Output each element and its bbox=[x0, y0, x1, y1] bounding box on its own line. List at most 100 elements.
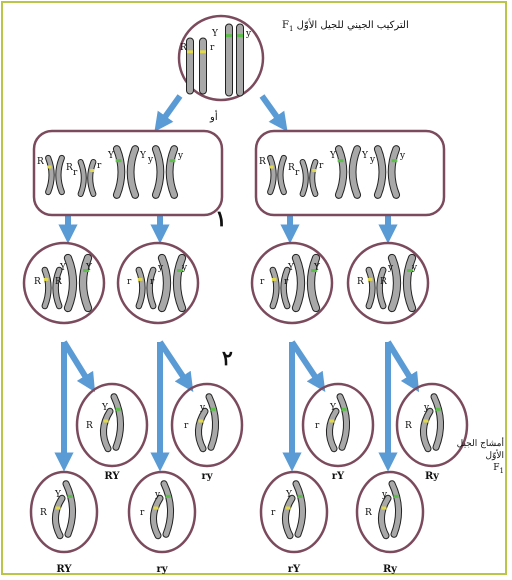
chromosome bbox=[157, 253, 187, 313]
allele-label: y bbox=[423, 403, 430, 413]
gamete-cell-mid-1 bbox=[75, 382, 149, 468]
chromosomes bbox=[41, 23, 444, 540]
allele-label: R bbox=[259, 157, 266, 167]
allele-label: r bbox=[140, 508, 145, 518]
chromosome bbox=[365, 266, 387, 310]
allele-label: r bbox=[150, 277, 155, 287]
allele-label: R bbox=[380, 277, 387, 287]
allele-label: R bbox=[180, 43, 187, 53]
allele-label: Y bbox=[329, 151, 337, 161]
gamete-label-bottom-3: rY bbox=[288, 564, 301, 575]
allele-label: r bbox=[271, 508, 276, 518]
allele-label: Y bbox=[285, 490, 293, 500]
gamete-cell-bottom-1 bbox=[29, 470, 99, 554]
chromosome bbox=[420, 407, 434, 453]
arrow-split-3-diag bbox=[289, 340, 326, 392]
allele-label: R bbox=[288, 163, 295, 173]
chromosome bbox=[150, 494, 164, 540]
allele-label: r bbox=[73, 168, 78, 178]
allele-label: Y bbox=[287, 263, 295, 273]
arrows bbox=[54, 94, 420, 472]
allele-label: r bbox=[97, 161, 102, 171]
chromosome bbox=[63, 253, 93, 313]
allele-label: y bbox=[369, 155, 376, 165]
f1-genotype-title: التركيب الجيني للجيل الأوّل F1 bbox=[282, 20, 409, 33]
gamete-label-mid-2: ry bbox=[201, 471, 213, 482]
chromosome bbox=[225, 23, 233, 97]
option-right-cell bbox=[254, 129, 446, 217]
f1-gametes-line1: أمشاج الجيل bbox=[456, 439, 504, 449]
chromosome bbox=[236, 23, 244, 97]
allele-label: Y bbox=[54, 490, 62, 500]
gamete-cell-bottom-2 bbox=[127, 470, 197, 554]
gamete-label-bottom-4: Ry bbox=[383, 564, 398, 575]
allele-label: y bbox=[199, 403, 206, 413]
f1-gametes-symbol: F1 bbox=[493, 463, 504, 475]
f1-title-text: التركيب الجيني للجيل الأوّل bbox=[296, 20, 409, 31]
allele-label: R bbox=[405, 421, 412, 431]
allele-label: Y bbox=[211, 29, 219, 39]
chromosome bbox=[291, 253, 321, 313]
allele-label: y bbox=[181, 263, 188, 273]
allele-label: r bbox=[210, 43, 215, 53]
or-label: أو bbox=[210, 112, 218, 123]
chromosome bbox=[52, 494, 66, 540]
chromosome bbox=[151, 145, 179, 199]
arrow-split-2-diag bbox=[157, 340, 194, 392]
chromosome bbox=[45, 154, 65, 196]
chromosome bbox=[195, 407, 209, 453]
meiosis1-cell-4 bbox=[346, 241, 430, 325]
gamete-cell-mid-3 bbox=[301, 382, 375, 468]
chromosome bbox=[387, 253, 417, 313]
arrow-split-1-diag bbox=[61, 340, 96, 393]
meiosis1-cell-3 bbox=[250, 241, 334, 325]
gamete-cell-bottom-3 bbox=[259, 470, 329, 554]
gamete-labels: RY ry rY Ry RY ry rY Ry bbox=[56, 471, 440, 575]
chromosome bbox=[378, 494, 392, 540]
chromosome bbox=[282, 494, 296, 540]
allele-label: R bbox=[357, 277, 364, 287]
allele-label: y bbox=[177, 151, 184, 161]
allele-label: y bbox=[157, 263, 164, 273]
chromosome bbox=[112, 145, 140, 199]
chromosome bbox=[336, 393, 350, 451]
chromosome bbox=[326, 407, 340, 453]
chromosome bbox=[110, 393, 124, 451]
gamete-cell-mid-4 bbox=[395, 382, 469, 468]
allele-label: Y bbox=[313, 263, 321, 273]
chromosome bbox=[186, 37, 194, 95]
gamete-cell-mid-2 bbox=[170, 382, 244, 468]
allele-label: r bbox=[319, 161, 324, 171]
arrow-top-left bbox=[154, 94, 183, 132]
gamete-label-mid-1: RY bbox=[104, 471, 120, 482]
f1-gametes-label: أمشاج الجيل الأوّل F1 bbox=[454, 438, 504, 477]
allele-label: y bbox=[154, 490, 161, 500]
chromosome bbox=[160, 480, 174, 538]
chromosome bbox=[299, 159, 319, 197]
gamete-label-bottom-2: ry bbox=[156, 564, 168, 575]
containers bbox=[22, 14, 469, 554]
allele-label: R bbox=[86, 421, 93, 431]
allele-label: R bbox=[55, 277, 62, 287]
chromosome bbox=[267, 154, 287, 196]
meiosis1-cell-1 bbox=[22, 241, 106, 325]
gamete-cell-bottom-4 bbox=[355, 470, 425, 554]
allele-label: R bbox=[37, 157, 44, 167]
allele-label: R bbox=[40, 508, 47, 518]
arrow-split-4-diag bbox=[385, 340, 420, 393]
allele-label: Y bbox=[85, 263, 93, 273]
chromosome bbox=[41, 266, 63, 310]
chromosome bbox=[388, 480, 402, 538]
chromosome bbox=[77, 159, 97, 197]
allele-label: y bbox=[399, 151, 406, 161]
chromosome bbox=[334, 145, 362, 199]
allele-label: y bbox=[147, 155, 154, 165]
step-number-2: ٢ bbox=[222, 346, 233, 370]
allele-label: r bbox=[315, 421, 320, 431]
chromosome bbox=[430, 393, 444, 451]
f1-gametes-line2: الأوّل bbox=[485, 451, 504, 461]
allele-label: Y bbox=[101, 403, 109, 413]
chromosome bbox=[199, 37, 207, 95]
gamete-label-mid-3: rY bbox=[332, 471, 345, 482]
allele-label: R bbox=[34, 277, 41, 287]
